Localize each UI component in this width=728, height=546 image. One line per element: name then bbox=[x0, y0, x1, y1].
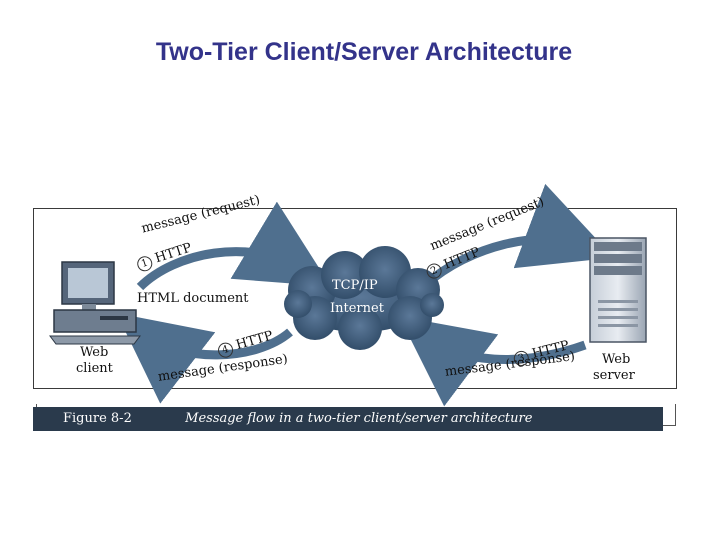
internet-cloud-icon bbox=[284, 246, 444, 350]
figure-number: Figure 8-2 bbox=[63, 411, 132, 426]
web-client-label-line1: Web bbox=[80, 345, 109, 360]
web-client-label-line2: client bbox=[76, 361, 113, 376]
web-server-label-line1: Web bbox=[602, 352, 631, 367]
web-server-label-line2: server bbox=[593, 368, 635, 383]
web-server-tower-icon bbox=[589, 237, 647, 343]
html-document-label: HTML document bbox=[137, 291, 249, 306]
web-client-computer-icon bbox=[49, 261, 141, 345]
figure-caption-bar: Figure 8-2 Message flow in a two-tier cl… bbox=[33, 407, 663, 431]
arrow-response-3 bbox=[399, 316, 587, 407]
cloud-label-tcpip: TCP/IP bbox=[332, 278, 378, 293]
arrow-request-1 bbox=[136, 201, 331, 291]
slide-title: Two-Tier Client/Server Architecture bbox=[155, 38, 573, 66]
cloud-label-internet: Internet bbox=[330, 301, 384, 316]
figure-caption-text: Message flow in a two-tier client/server… bbox=[185, 411, 533, 426]
arrow-request-2 bbox=[422, 183, 614, 289]
arrow-response-4 bbox=[116, 313, 293, 404]
